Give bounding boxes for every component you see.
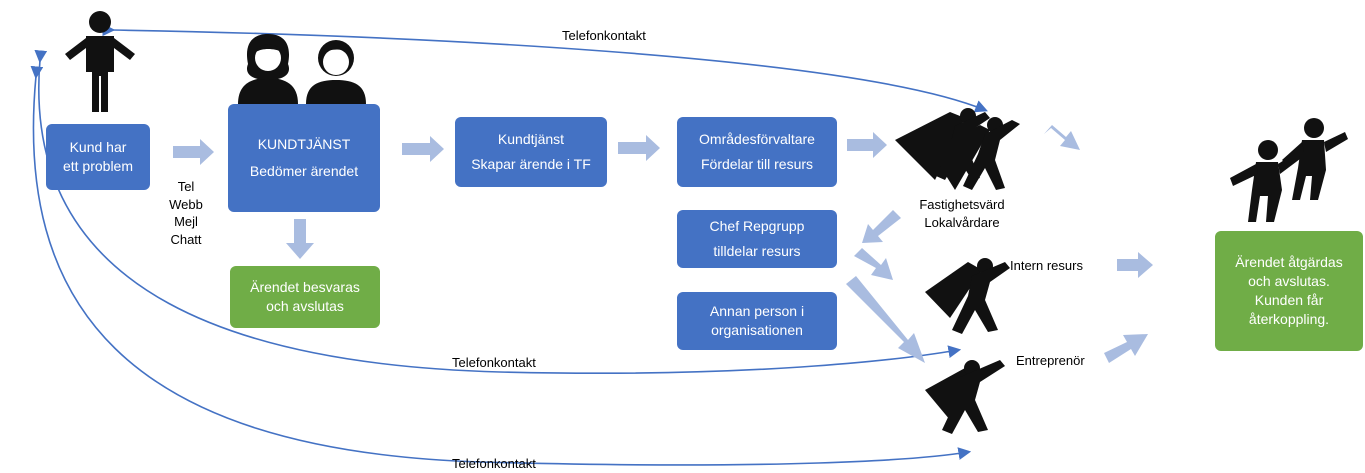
flow-arrow-entreprenor-to-done — [1104, 334, 1148, 363]
channel-webb: Webb — [169, 196, 203, 212]
flow-arrow-to-fastighetsvard — [847, 132, 887, 158]
flow-arrow-fastighetsvard-to-done — [1044, 125, 1080, 150]
box-create-case-line2: Skapar ärende i TF — [471, 156, 591, 172]
contractor-label: Entreprenör — [1016, 353, 1085, 368]
box-answered-line1: Ärendet besvaras — [250, 279, 360, 296]
box-repair-manager-line1: Chef Repgrupp — [709, 218, 805, 235]
box-create-case-line1: Kundtjänst — [497, 131, 565, 148]
superhero-intern-icon — [925, 258, 1010, 334]
flow-arrow-intern-to-done — [1117, 252, 1153, 278]
box-area-manager-line2: Fördelar till resurs — [700, 156, 814, 172]
box-answered-line2: och avslutas — [266, 298, 344, 314]
box-customer-line2: ett problem — [62, 158, 134, 174]
box-resolved-line4: återkoppling. — [1248, 310, 1330, 327]
support-woman-icon — [238, 34, 298, 104]
box-customer-problem: Kund har ett problem — [46, 124, 150, 190]
customer-person-icon — [65, 11, 135, 112]
flow-arrow-to-skapar — [402, 136, 444, 162]
box-other-person-line2: organisationen — [711, 322, 803, 338]
flow-arrow-to-omrades — [618, 135, 660, 161]
phone-contact-line-bottom — [30, 65, 972, 466]
phone-contact-label-bottom: Telefonkontakt — [452, 456, 536, 471]
box-customer-service-line2: Bedömer ärendet — [249, 163, 359, 179]
channel-mejl: Mejl — [174, 214, 198, 230]
flow-arrow-down-to-besvaras — [286, 219, 314, 259]
box-resolved-line2: och avslutas. — [1248, 273, 1330, 290]
label-fastighetsvard: Fastighetsvärd — [919, 197, 1005, 212]
label-lokalvardare: Lokalvårdare — [924, 214, 1000, 230]
channel-tel: Tel — [177, 179, 195, 194]
phone-contact-label-middle: Telefonkontakt — [452, 355, 536, 370]
box-resolved-line1: Ärendet åtgärdas — [1235, 254, 1343, 271]
box-resolved: Ärendet åtgärdas och avslutas. Kunden få… — [1215, 231, 1363, 351]
two-superheroes-icon — [895, 108, 1020, 190]
box-area-manager: Områdesförvaltare Fördelar till resurs — [677, 117, 837, 187]
box-repair-manager-line2: tilldelar resurs — [713, 243, 801, 259]
box-customer-service: KUNDTJÄNST Bedömer ärendet — [228, 104, 380, 212]
superhero-contractor-icon — [925, 360, 1005, 434]
flow-arrow-chef-to-entreprenor — [846, 276, 925, 363]
box-answered-closed: Ärendet besvaras och avslutas — [230, 266, 380, 328]
box-resolved-line3: Kunden får — [1254, 292, 1324, 308]
channel-chatt: Chatt — [170, 231, 202, 247]
box-other-person-line1: Annan person i — [709, 303, 805, 320]
phone-contact-label-top: Telefonkontakt — [562, 28, 646, 43]
box-repair-group-manager: Chef Repgrupp tilldelar resurs — [677, 210, 837, 268]
box-customer-service-line1: KUNDTJÄNST — [257, 136, 351, 153]
box-create-case: Kundtjänst Skapar ärende i TF — [455, 117, 607, 187]
celebrating-people-icon — [1230, 118, 1348, 222]
contact-channels: Tel Webb Mejl Chatt — [160, 178, 212, 248]
flow-arrow-kund-to-kundtjanst — [173, 139, 214, 165]
support-man-icon — [306, 40, 366, 104]
box-customer-line1: Kund har — [69, 139, 127, 156]
internal-resource-label: Intern resurs — [1010, 258, 1083, 273]
box-other-person: Annan person i organisationen — [677, 292, 837, 350]
box-area-manager-line1: Områdesförvaltare — [699, 131, 815, 148]
property-caretaker-label: Fastighetsvärd Lokalvårdare — [902, 196, 1022, 231]
flow-arrow-chef-to-intern — [854, 248, 893, 280]
flow-arrow-fastighetsvard-to-chef — [862, 210, 901, 243]
